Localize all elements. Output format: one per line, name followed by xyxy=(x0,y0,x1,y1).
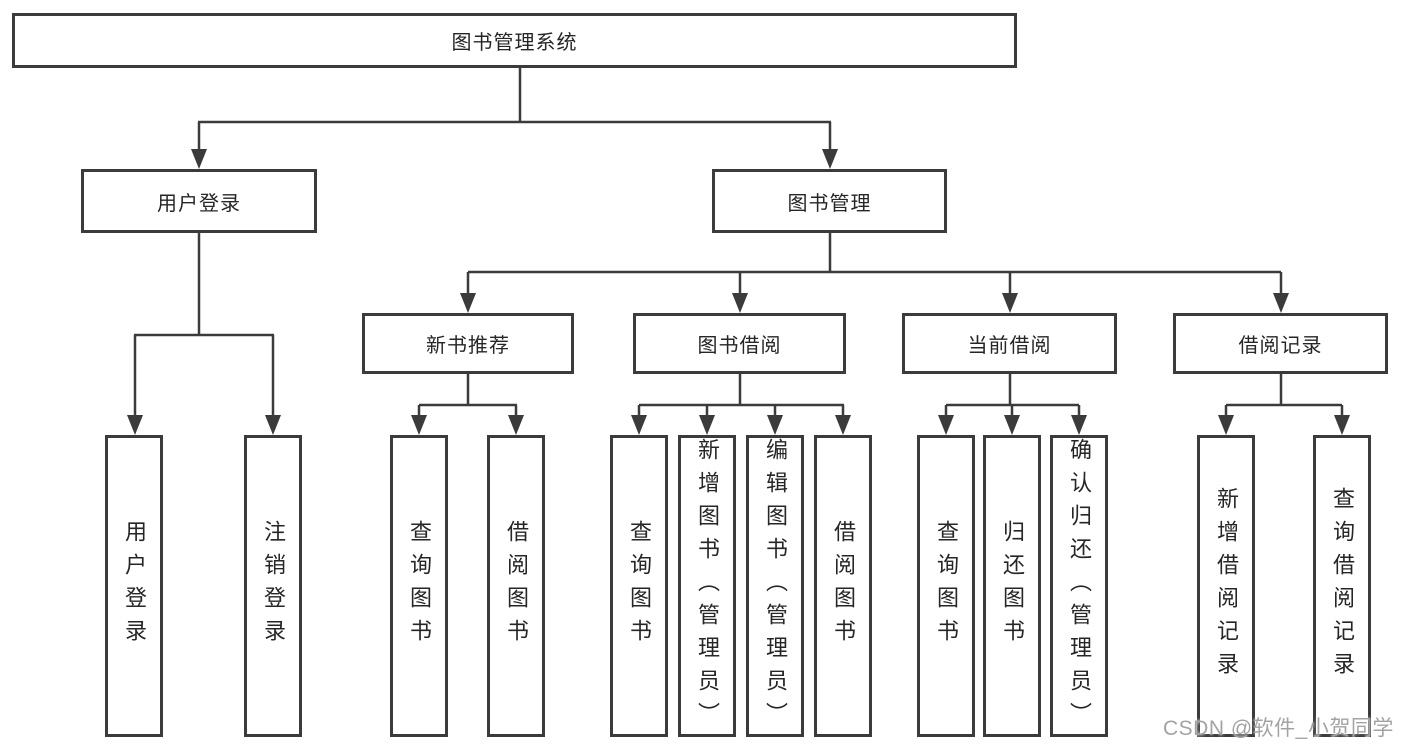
leaf-user-login: 用户登录 xyxy=(105,435,163,737)
connector-book-management-to-level3 xyxy=(460,233,1289,313)
node-label: 新书推荐 xyxy=(426,335,510,357)
connector-user-login-group xyxy=(127,233,281,435)
node-label: 图书管理 xyxy=(787,192,872,215)
leaf-add-borrow-record: 新增借阅记录 xyxy=(1197,435,1255,737)
node-label: 新增图书（管理员） xyxy=(695,437,720,735)
leaf-query-borrow-record: 查询借阅记录 xyxy=(1313,435,1371,737)
node-book-borrow: 图书借阅 xyxy=(633,313,846,374)
node-label: 编辑图书（管理员） xyxy=(763,437,788,735)
node-library-system: 图书管理系统 xyxy=(12,13,1017,68)
leaf-confirm-return-admin: 确认归还（管理员） xyxy=(1050,435,1108,737)
node-label: 借阅图书 xyxy=(504,520,529,652)
leaf-add-books-admin: 新增图书（管理员） xyxy=(678,435,736,737)
node-label: 归还图书 xyxy=(1000,520,1025,652)
leaf-query-books-borrow: 查询图书 xyxy=(610,435,668,737)
leaf-return-books: 归还图书 xyxy=(983,435,1041,737)
node-label: 图书借阅 xyxy=(697,335,782,357)
csdn-watermark: CSDN @软件_小贺同学 xyxy=(1163,717,1394,740)
node-borrow-records: 借阅记录 xyxy=(1173,313,1388,374)
node-user-login: 用户登录 xyxy=(81,169,317,233)
node-label: 查询图书 xyxy=(627,520,652,652)
node-label: 当前借阅 xyxy=(967,335,1052,357)
connector-new-book-recommend-group xyxy=(411,374,524,435)
leaf-borrow-books-recommend: 借阅图书 xyxy=(487,435,545,737)
node-label: 用户登录 xyxy=(122,520,147,652)
leaf-logout: 注销登录 xyxy=(244,435,302,737)
node-label: 用户登录 xyxy=(157,192,241,215)
connector-root-to-level2 xyxy=(191,68,838,169)
node-label: 查询图书 xyxy=(934,520,959,652)
node-book-management: 图书管理 xyxy=(712,169,947,233)
connector-borrow-records-group xyxy=(1218,374,1350,435)
node-label: 借阅记录 xyxy=(1238,335,1323,357)
connector-current-borrow-group xyxy=(938,374,1087,435)
node-label: 注销登录 xyxy=(261,520,286,652)
node-new-book-recommend: 新书推荐 xyxy=(362,313,574,374)
leaf-borrow-books: 借阅图书 xyxy=(814,435,872,737)
node-current-borrow: 当前借阅 xyxy=(902,313,1117,374)
node-label: 查询图书 xyxy=(407,520,432,652)
node-label: 查询借阅记录 xyxy=(1330,487,1355,685)
connector-book-borrow-group xyxy=(631,374,851,435)
node-label: 确认归还（管理员） xyxy=(1067,437,1092,735)
leaf-query-books-recommend: 查询图书 xyxy=(390,435,448,737)
node-label: 借阅图书 xyxy=(831,520,856,652)
node-label: 图书管理系统 xyxy=(451,32,578,54)
node-label: 新增借阅记录 xyxy=(1214,487,1239,685)
leaf-query-books-current: 查询图书 xyxy=(917,435,975,737)
leaf-edit-books-admin: 编辑图书（管理员） xyxy=(746,435,804,737)
